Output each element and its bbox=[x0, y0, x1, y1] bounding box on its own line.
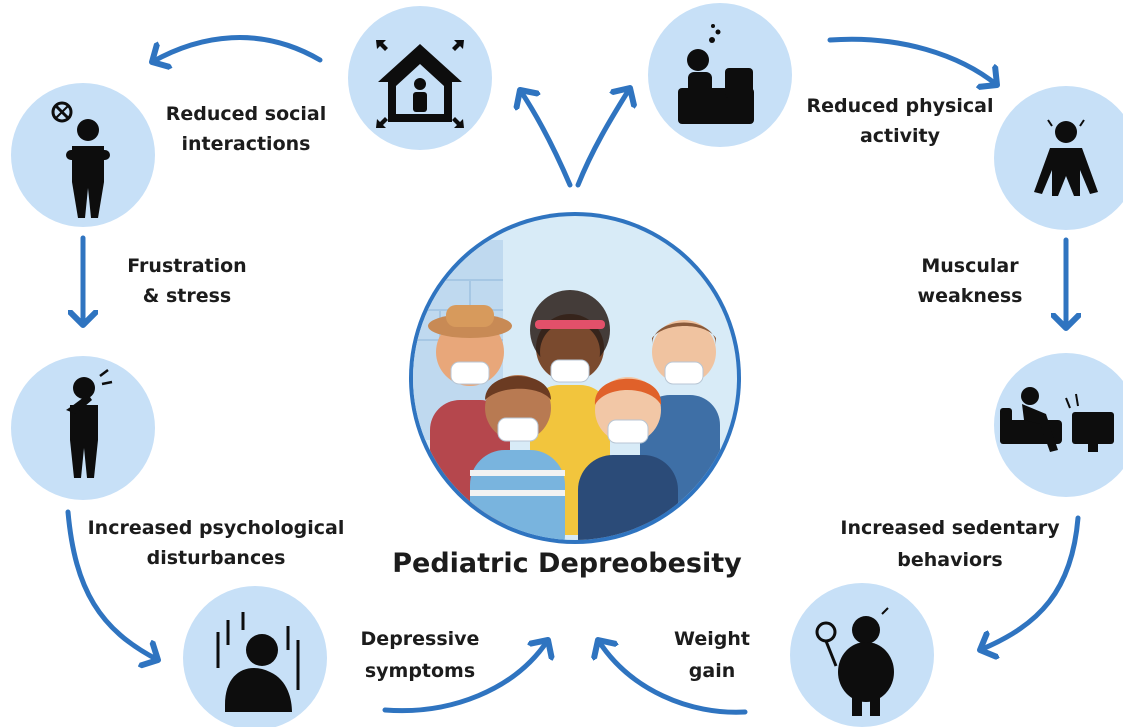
svg-text:disturbances: disturbances bbox=[147, 547, 286, 569]
svg-text:Reduced social: Reduced social bbox=[166, 103, 326, 125]
weak-person-icon bbox=[994, 86, 1123, 230]
svg-text:Reduced physical: Reduced physical bbox=[807, 95, 994, 117]
svg-text:weakness: weakness bbox=[918, 285, 1023, 307]
sad-child-icon bbox=[183, 586, 327, 727]
cycle-arrows bbox=[65, 35, 1081, 715]
label-weight-gain: Weight gain bbox=[674, 628, 750, 682]
label-frustration-stress: Frustration & stress bbox=[127, 255, 246, 307]
label-increased-sedentary-behaviors: Increased sedentary behaviors bbox=[840, 517, 1060, 571]
svg-text:& stress: & stress bbox=[143, 285, 231, 307]
label-reduced-physical-activity: Reduced physical activity bbox=[807, 95, 994, 147]
masked-children-illustration bbox=[409, 212, 741, 544]
svg-text:Increased sedentary: Increased sedentary bbox=[840, 517, 1060, 539]
label-increased-psychological-disturbances: Increased psychological disturbances bbox=[88, 517, 345, 569]
arrow-center-to-couch bbox=[575, 88, 630, 188]
svg-text:Weight: Weight bbox=[674, 628, 750, 650]
arrow-house-to-isolated bbox=[152, 35, 323, 62]
label-muscular-weakness: Muscular weakness bbox=[918, 255, 1023, 307]
svg-text:interactions: interactions bbox=[182, 133, 311, 155]
couch-tv-icon bbox=[994, 353, 1123, 497]
arrow-stressed-to-sad bbox=[65, 509, 158, 660]
svg-text:Depressive: Depressive bbox=[361, 628, 480, 650]
svg-text:Increased psychological: Increased psychological bbox=[88, 517, 345, 539]
arrow-sad-to-center bbox=[382, 640, 548, 714]
svg-text:behaviors: behaviors bbox=[897, 549, 1002, 571]
arrow-couchtv-to-obese bbox=[980, 515, 1081, 650]
arrow-couch-to-weak bbox=[827, 36, 997, 85]
person-on-couch-icon bbox=[648, 3, 792, 147]
arrow-center-to-house bbox=[520, 90, 573, 188]
house-lockdown-icon bbox=[348, 6, 492, 150]
svg-text:activity: activity bbox=[860, 125, 941, 147]
arrow-obese-to-center bbox=[598, 640, 748, 715]
label-depressive-symptoms: Depressive symptoms bbox=[361, 628, 480, 682]
diagram-title: Pediatric Depreobesity bbox=[392, 548, 742, 579]
svg-text:Frustration: Frustration bbox=[127, 255, 246, 277]
stressed-person-icon bbox=[11, 356, 155, 500]
isolated-person-icon bbox=[11, 83, 155, 227]
svg-text:symptoms: symptoms bbox=[365, 660, 475, 682]
svg-text:gain: gain bbox=[689, 660, 735, 682]
label-reduced-social-interactions: Reduced social interactions bbox=[166, 103, 326, 155]
svg-text:Muscular: Muscular bbox=[921, 255, 1019, 277]
obese-child-lollipop-icon bbox=[790, 583, 934, 727]
